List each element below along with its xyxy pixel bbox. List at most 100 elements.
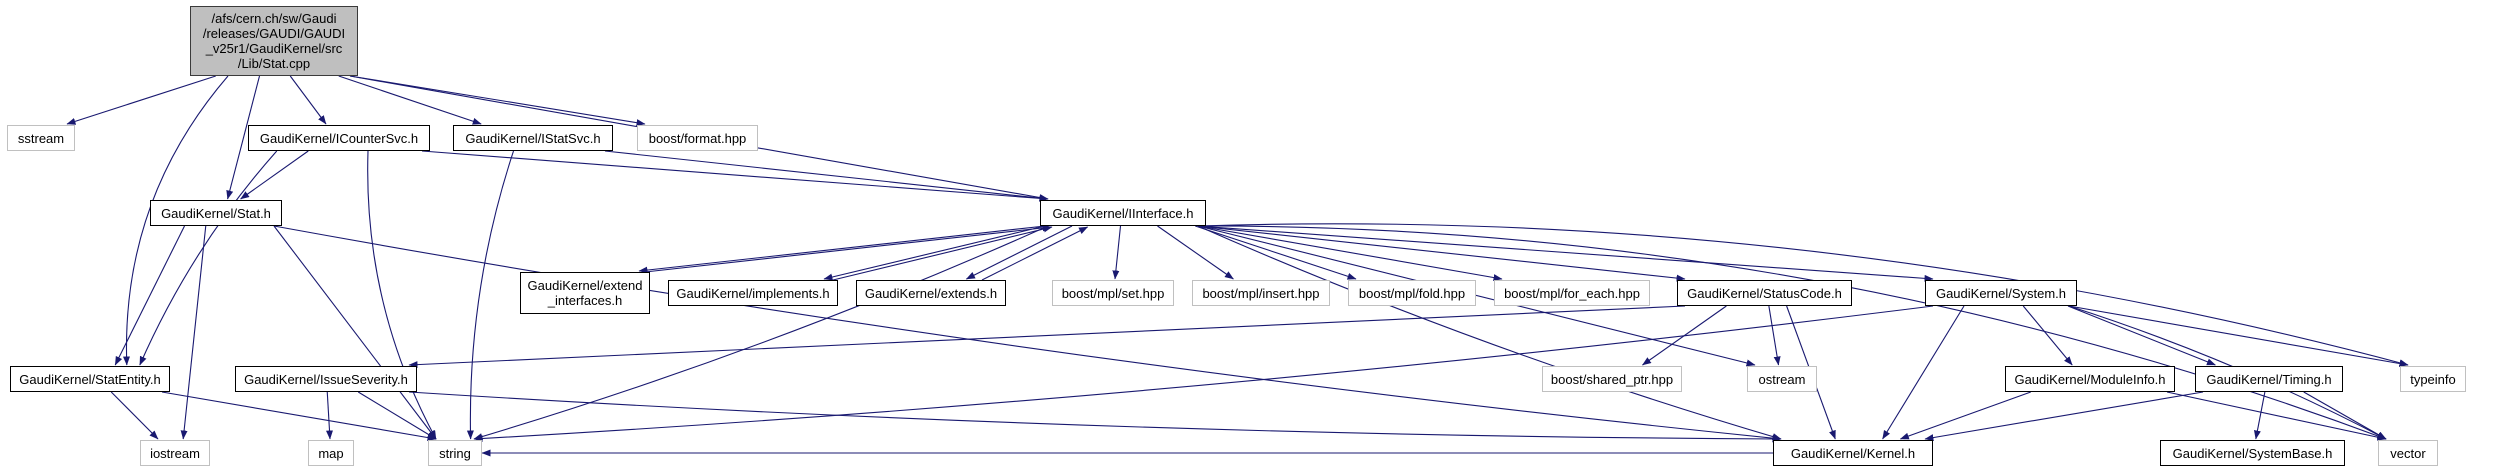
edge-timing-to-vector: [2303, 391, 2387, 440]
edge-root-to-statentity: [122, 75, 229, 366]
edge-root-to-format: [349, 75, 646, 127]
node-label: boost/mpl/set.hpp: [1061, 285, 1165, 301]
node-label: sstream: [17, 130, 65, 146]
node-label: GaudiKernel/Stat.h: [161, 205, 271, 221]
edge-moduleinfo-to-kernel: [1899, 391, 2031, 440]
node-statuscode[interactable]: GaudiKernel/StatusCode.h: [1677, 280, 1852, 306]
node-mplset: boost/mpl/set.hpp: [1052, 280, 1174, 306]
node-label: GaudiKernel/extends.h: [864, 285, 998, 301]
edge-iinterface-to-system: [1197, 225, 1934, 282]
node-kernel[interactable]: GaudiKernel/Kernel.h: [1773, 440, 1933, 466]
edge-iinterface-to-kernel: [1197, 225, 1782, 440]
node-label: GaudiKernel/implements.h: [676, 285, 830, 301]
node-label: boost/format.hpp: [648, 130, 747, 146]
edge-iinterface-to-extendinterfaces: [638, 225, 1046, 274]
edge-implements-to-iinterface: [832, 225, 1053, 281]
edge-extendinterfaces-to-iinterface: [644, 224, 1052, 273]
edge-iinterface-to-vector: [1197, 225, 2387, 440]
edge-iinterface-to-ostream: [1197, 225, 1756, 367]
node-icountersvc[interactable]: GaudiKernel/ICounterSvc.h: [248, 125, 430, 151]
edge-extends-to-iinterface: [981, 226, 1089, 281]
node-mplfold: boost/mpl/fold.hpp: [1348, 280, 1476, 306]
node-timing[interactable]: GaudiKernel/Timing.h: [2195, 366, 2343, 392]
edge-statuscode-to-issueseverity: [408, 305, 1686, 369]
edge-iinterface-to-extends: [965, 225, 1073, 280]
edge-statentity-to-iostream: [110, 391, 159, 440]
edge-issueseverity-to-map: [326, 391, 333, 440]
node-label: GaudiKernel/IInterface.h: [1052, 205, 1194, 221]
node-extendinterfaces[interactable]: GaudiKernel/extend _interfaces.h: [520, 272, 650, 314]
node-label: map: [318, 445, 344, 461]
node-label: boost/shared_ptr.hpp: [1550, 371, 1674, 387]
node-label: boost/mpl/fold.hpp: [1358, 285, 1466, 301]
edge-system-to-kernel: [1882, 305, 1965, 440]
edge-system-to-timing: [2067, 305, 2216, 366]
edge-moduleinfo-to-vector: [2166, 391, 2387, 441]
node-sstream: sstream: [7, 125, 75, 151]
edge-istatsvc-to-string: [466, 150, 515, 440]
edge-iinterface-to-implements: [823, 225, 1046, 281]
edge-statentity-to-string: [161, 391, 437, 442]
edge-iinterface-to-mplset: [1112, 225, 1122, 280]
edge-stat-to-kernel: [273, 225, 1782, 442]
edge-stat-to-statentity: [114, 225, 185, 366]
node-map: map: [308, 440, 354, 466]
node-typeinfo: typeinfo: [2400, 366, 2466, 392]
node-mplinsert: boost/mpl/insert.hpp: [1192, 280, 1330, 306]
node-sharedptr: boost/shared_ptr.hpp: [1542, 366, 1682, 392]
edge-statuscode-to-ostream: [1768, 305, 1781, 366]
node-label: GaudiKernel/ICounterSvc.h: [259, 130, 419, 146]
node-label: GaudiKernel/extend _interfaces.h: [527, 278, 643, 308]
node-label: vector: [2390, 445, 2426, 461]
node-vector: vector: [2378, 440, 2438, 466]
node-label: boost/mpl/for_each.hpp: [1504, 285, 1640, 301]
node-ostream: ostream: [1747, 366, 1817, 392]
edge-icountersvc-to-string: [367, 150, 437, 440]
edge-icountersvc-to-iinterface: [421, 150, 1049, 202]
node-system[interactable]: GaudiKernel/System.h: [1925, 280, 2077, 306]
node-label: GaudiKernel/IStatSvc.h: [465, 130, 601, 146]
edge-issueseverity-to-string: [357, 391, 437, 440]
edge-system-to-typeinfo: [2068, 305, 2409, 367]
edge-root-to-istatsvc: [338, 75, 482, 125]
edge-iinterface-to-string: [473, 225, 1049, 440]
node-label: string: [439, 445, 471, 461]
edge-root-to-icountersvc: [289, 75, 327, 125]
edge-system-to-moduleinfo: [2022, 305, 2073, 366]
node-label: /afs/cern.ch/sw/Gaudi /releases/GAUDI/GA…: [202, 11, 346, 71]
node-label: iostream: [150, 445, 200, 461]
node-label: ostream: [1758, 371, 1806, 387]
node-label: typeinfo: [2410, 371, 2456, 387]
node-label: GaudiKernel/Kernel.h: [1790, 445, 1916, 461]
node-stat[interactable]: GaudiKernel/Stat.h: [150, 200, 282, 226]
node-label: GaudiKernel/SystemBase.h: [2172, 445, 2333, 461]
node-mplforeach: boost/mpl/for_each.hpp: [1494, 280, 1650, 306]
node-format: boost/format.hpp: [637, 125, 758, 151]
edge-system-to-vector: [2068, 305, 2387, 440]
edge-timing-to-systembase: [2253, 391, 2266, 440]
edge-icountersvc-to-statentity: [139, 150, 278, 366]
node-extends[interactable]: GaudiKernel/extends.h: [856, 280, 1006, 306]
node-iinterface[interactable]: GaudiKernel/IInterface.h: [1040, 200, 1206, 226]
node-iostream: iostream: [140, 440, 210, 466]
edge-iinterface-to-statuscode: [1197, 225, 1686, 282]
edge-iinterface-to-typeinfo: [1197, 223, 2409, 367]
node-moduleinfo[interactable]: GaudiKernel/ModuleInfo.h: [2005, 366, 2175, 392]
edge-stat-to-iostream: [180, 225, 207, 440]
edge-iinterface-to-mplfold: [1195, 225, 1357, 280]
node-root: /afs/cern.ch/sw/Gaudi /releases/GAUDI/GA…: [190, 6, 358, 76]
edge-istatsvc-to-iinterface: [604, 150, 1049, 202]
node-label: GaudiKernel/StatusCode.h: [1687, 285, 1842, 301]
node-implements[interactable]: GaudiKernel/implements.h: [668, 280, 838, 306]
edge-iinterface-to-mplforeach: [1197, 225, 1503, 281]
node-istatsvc[interactable]: GaudiKernel/IStatSvc.h: [453, 125, 613, 151]
node-issueseverity[interactable]: GaudiKernel/IssueSeverity.h: [235, 366, 417, 392]
node-statentity[interactable]: GaudiKernel/StatEntity.h: [10, 366, 170, 392]
edge-timing-to-kernel: [1924, 391, 2204, 442]
node-systembase[interactable]: GaudiKernel/SystemBase.h: [2160, 440, 2345, 466]
node-string: string: [428, 440, 482, 466]
node-label: boost/mpl/insert.hpp: [1202, 285, 1320, 301]
edge-icountersvc-to-stat: [240, 150, 309, 200]
edge-issueseverity-to-kernel: [408, 391, 1782, 443]
